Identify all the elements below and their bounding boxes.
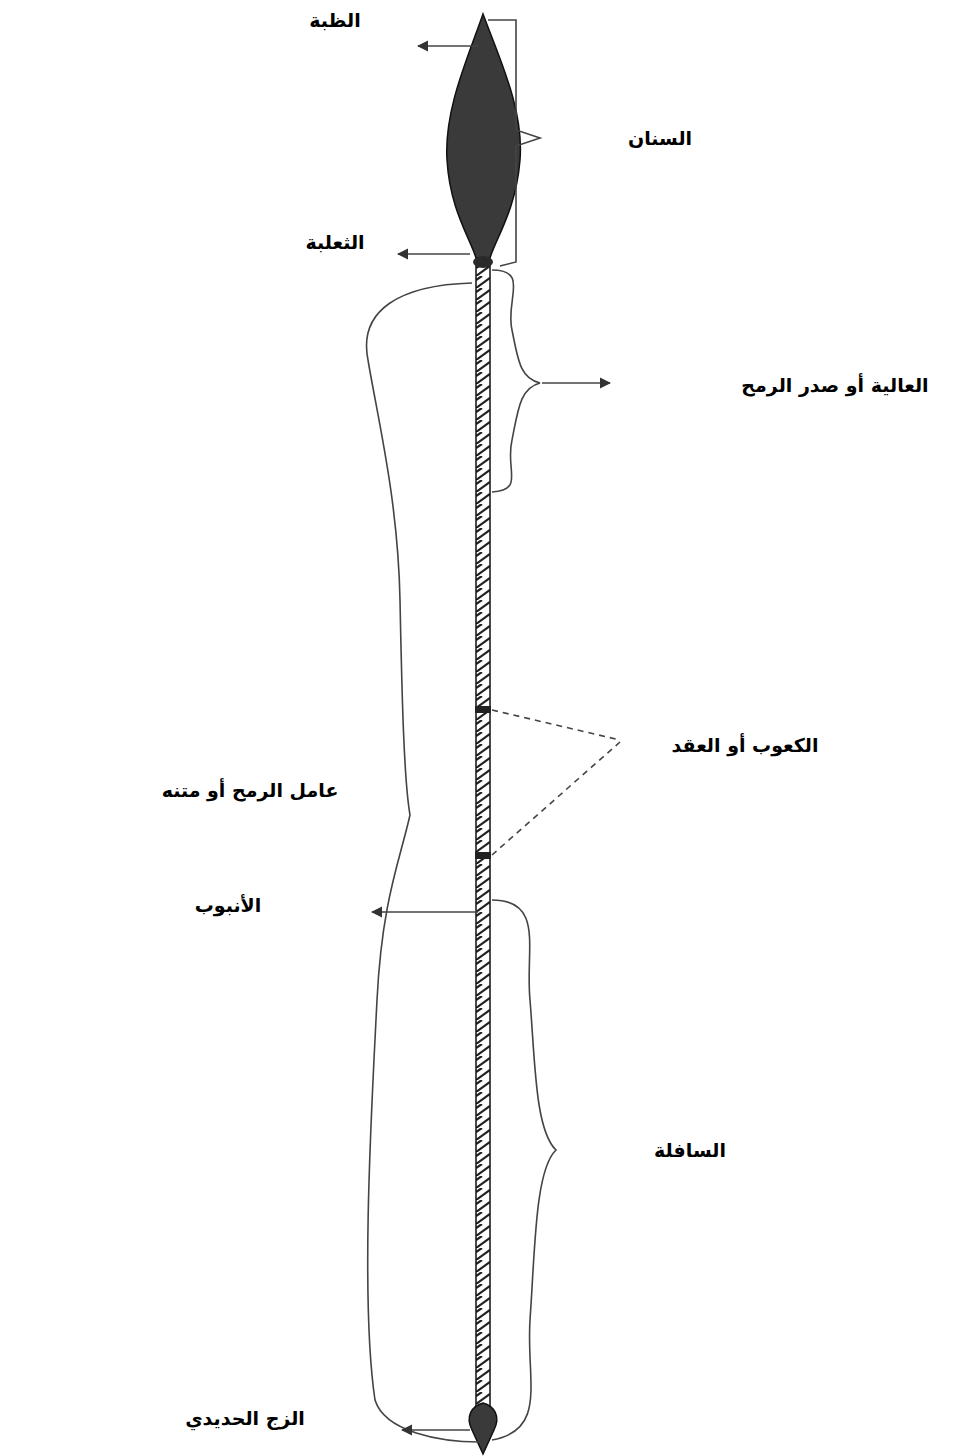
knot-mark	[475, 852, 491, 859]
leader-arrow	[418, 45, 478, 47]
leader-arrow	[372, 911, 478, 913]
bracket	[367, 283, 480, 1442]
spearhead-socket	[473, 256, 493, 268]
spear-shaft	[476, 262, 490, 1410]
bracket	[488, 20, 540, 266]
leader-line	[492, 710, 620, 740]
leader-arrow	[402, 1429, 470, 1431]
leader-arrow	[398, 253, 470, 255]
bracket	[492, 270, 540, 492]
knot-mark	[475, 706, 491, 713]
part-label: الزج الحديدي	[185, 1407, 305, 1430]
leader-line	[492, 742, 620, 855]
part-label: الكعوب أو العقد	[672, 734, 819, 757]
part-label: عامل الرمح أو متنه	[162, 779, 339, 802]
part-label: العالية أو صدر الرمح	[741, 374, 928, 397]
part-label: الثعلبة	[305, 231, 364, 254]
part-label: السافلة	[654, 1139, 726, 1162]
butt-spike	[469, 1403, 497, 1454]
leader-arrow	[542, 382, 610, 384]
part-label: الأنبوب	[195, 894, 262, 917]
part-label: الظبة	[309, 9, 360, 32]
spearhead	[447, 14, 521, 258]
bracket	[492, 900, 556, 1440]
part-label: السنان	[628, 127, 692, 150]
